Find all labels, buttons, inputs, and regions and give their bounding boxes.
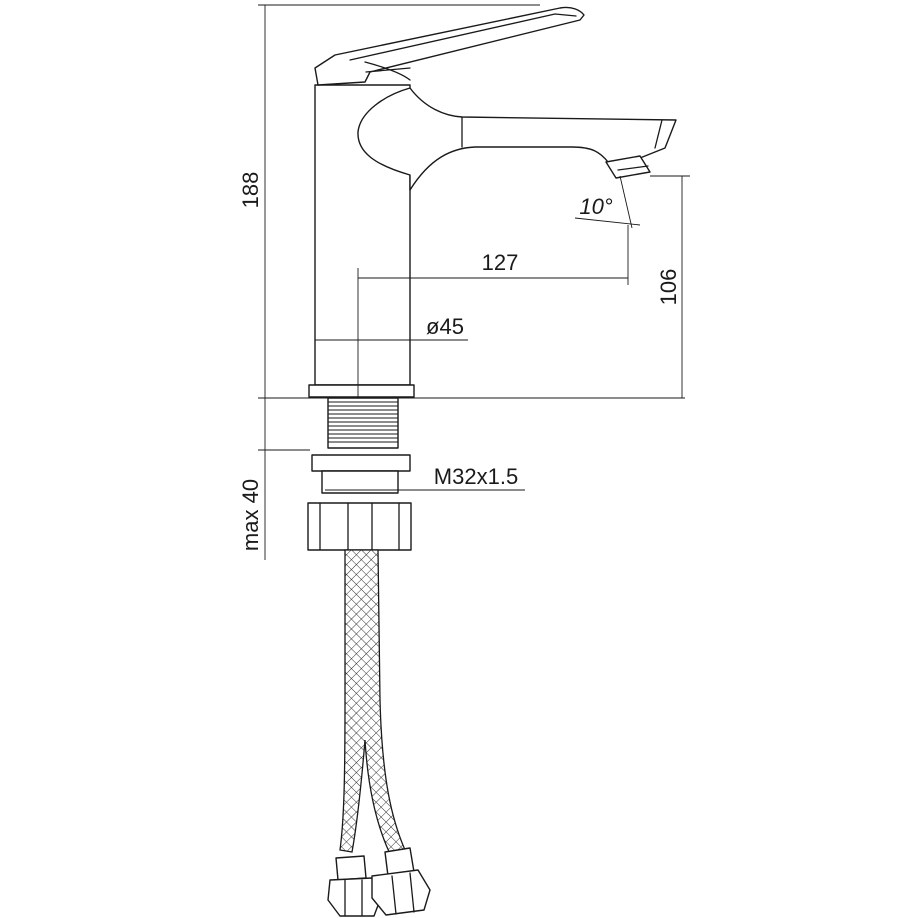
mounting-nut [307, 502, 412, 551]
spout-height-label: 106 [656, 269, 681, 306]
thread-label: M32x1.5 [434, 464, 518, 489]
dimension-lines [258, 4, 690, 560]
lock-washer [311, 454, 411, 494]
lever-handle [314, 6, 585, 86]
braided-hoses [339, 549, 406, 859]
threaded-shank [327, 397, 399, 449]
hose-fittings [327, 847, 431, 917]
body-diameter-label: ø45 [426, 314, 464, 339]
total-height-label: 188 [238, 172, 263, 209]
spout-angle-label: 10° [579, 194, 612, 219]
base-collar [308, 384, 415, 398]
spout-reach-label: 127 [482, 250, 519, 275]
max-counter-thickness-label: max 40 [238, 479, 263, 551]
